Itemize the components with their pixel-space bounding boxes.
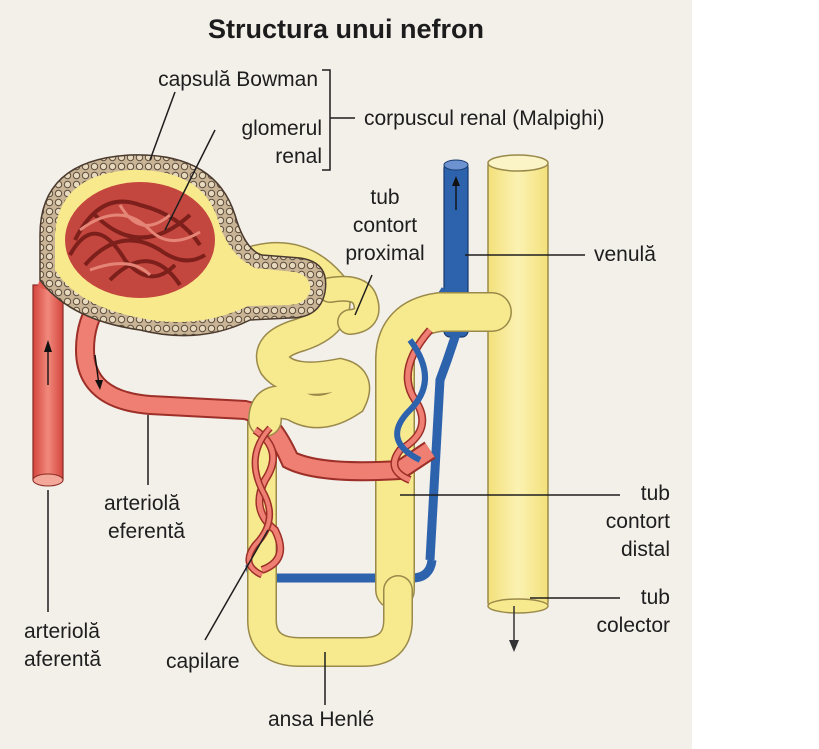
label-arteriola-eferenta-line1: arteriolă: [104, 492, 180, 515]
label-ansa-henle: ansa Henlé: [268, 708, 375, 731]
glomerulus: [65, 182, 215, 298]
label-glomerul-line2: renal: [275, 145, 322, 168]
label-tub-distal-line1: tub: [640, 482, 670, 505]
label-tub-proximal-line1: tub: [370, 186, 400, 209]
capillary-network: [245, 327, 434, 579]
distal-tubule: [375, 292, 512, 610]
label-tub-colector-line1: tub: [640, 586, 670, 609]
label-arteriola-aferenta-line1: arteriolă: [24, 620, 100, 643]
label-arteriola-aferenta-line2: aferentă: [24, 648, 102, 671]
label-tub-proximal-line2: contort: [352, 214, 418, 237]
loop-of-henle: [247, 405, 413, 667]
label-tub-colector-line2: colector: [596, 614, 670, 637]
label-tub-distal-line3: distal: [620, 538, 670, 561]
label-venula: venulă: [594, 243, 656, 266]
label-glomerul-line1: glomerul: [241, 117, 322, 140]
collecting-duct: [487, 154, 549, 652]
proximal-tubule: [238, 242, 380, 437]
label-tub-proximal-line3: proximal: [345, 242, 425, 265]
label-corpuscul-renal: corpuscul renal (Malpighi): [364, 107, 605, 130]
label-tub-distal-line2: contort: [605, 510, 670, 533]
diagram-title: Structura unui nefron: [208, 14, 484, 44]
leader-lines: [47, 69, 620, 705]
label-capsula-bowman: capsulă Bowman: [158, 68, 318, 91]
label-arteriola-eferenta-line2: eferentă: [108, 520, 186, 543]
label-capilare: capilare: [166, 650, 240, 673]
